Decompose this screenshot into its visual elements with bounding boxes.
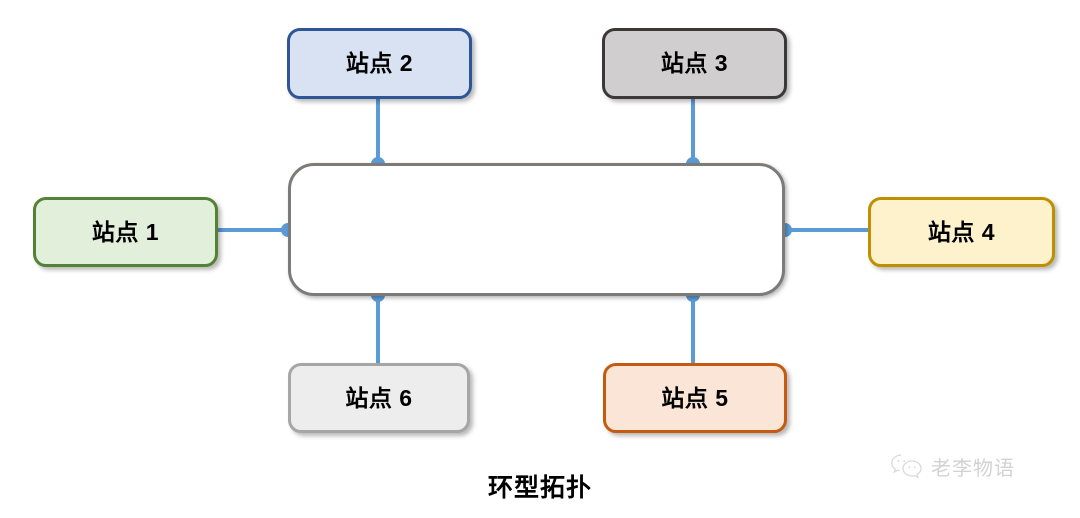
node-station-1[interactable]: 站点 1: [33, 197, 218, 267]
node-station-4[interactable]: 站点 4: [868, 197, 1055, 267]
node-label-station-5: 站点 5: [661, 384, 729, 411]
diagram-caption: 环型拓扑: [487, 474, 592, 502]
watermark-text: 老李物语: [931, 456, 1015, 480]
node-station-6[interactable]: 站点 6: [288, 363, 470, 433]
node-label-station-4: 站点 4: [927, 218, 996, 245]
watermark: 老李物语: [890, 452, 1015, 481]
node-station-5[interactable]: 站点 5: [603, 363, 787, 433]
ring-backbone-shape: [288, 163, 785, 296]
node-label-station-1: 站点 1: [91, 218, 160, 245]
wechat-icon: [890, 453, 924, 481]
node-station-3[interactable]: 站点 3: [602, 28, 787, 99]
node-label-station-3: 站点 3: [660, 50, 729, 76]
node-station-2[interactable]: 站点 2: [287, 28, 472, 99]
node-label-station-6: 站点 6: [345, 384, 413, 411]
node-label-station-2: 站点 2: [345, 50, 414, 76]
